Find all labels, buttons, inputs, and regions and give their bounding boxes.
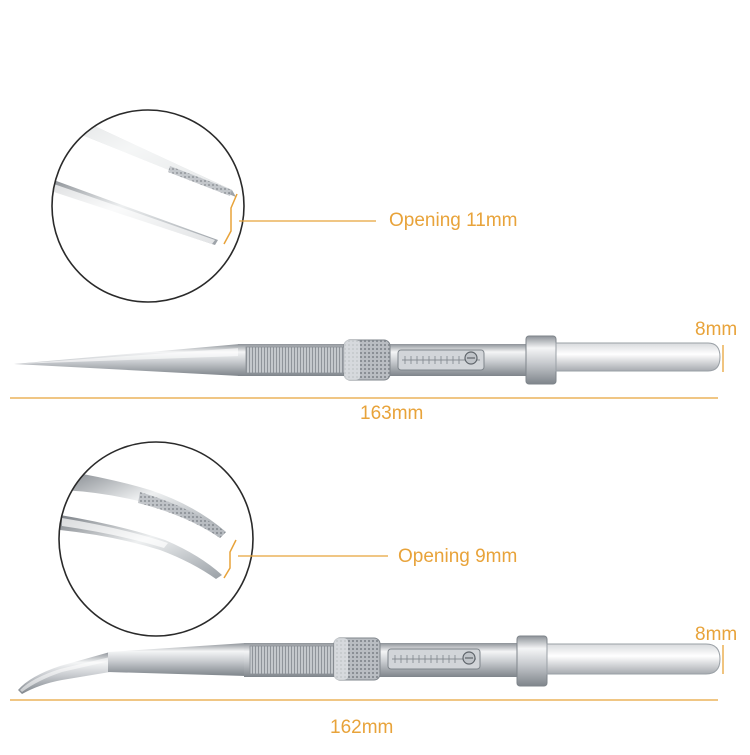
- bottom-width-label: 8mm: [695, 624, 738, 645]
- top-width-label: 8mm: [695, 319, 738, 340]
- top-detail-circle: [51, 109, 245, 303]
- top-length-label: 163mm: [360, 403, 424, 424]
- bottom-tweezer: [18, 635, 721, 694]
- bottom-detail-circle: [58, 441, 254, 637]
- top-tweezer: [14, 335, 721, 385]
- bottom-length-label: 162mm: [330, 717, 394, 738]
- bottom-opening-label: Opening 9mm: [398, 546, 518, 567]
- top-opening-label: Opening 11mm: [389, 210, 518, 231]
